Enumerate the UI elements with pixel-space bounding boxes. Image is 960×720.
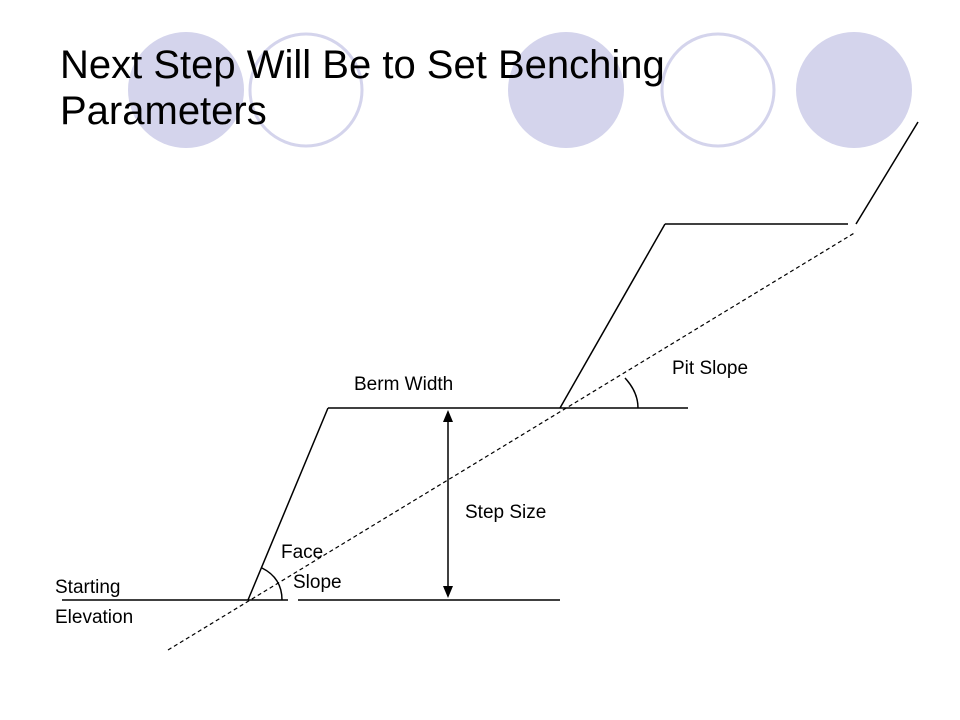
slide-title-line-1: Next Step Will Be to Set Benching <box>60 43 665 87</box>
slide-title-line-2: Parameters <box>60 89 267 133</box>
starting-elevation-label-line-1: Starting <box>55 577 121 598</box>
decor-circle-filled-1 <box>128 32 244 148</box>
starting-elevation-label-line-2: Elevation <box>55 607 134 628</box>
decor-circle-outline-1 <box>248 32 364 148</box>
pit-slope-angle-arc <box>624 377 639 409</box>
step-size-arrowhead-bottom <box>443 586 453 598</box>
face-slope-label-line-1: Face <box>281 542 324 563</box>
top-bench-face <box>855 121 919 225</box>
berm-width-label: Berm Width <box>354 374 454 395</box>
step-size-label: Step Size <box>465 502 547 523</box>
face-slope-label-line-2: Slope <box>293 572 342 593</box>
face-slope-angle-arc <box>261 567 283 601</box>
decor-circle-filled-3 <box>796 32 912 148</box>
pit-slope-line <box>167 231 857 651</box>
decor-circle-outline-2 <box>660 32 776 148</box>
upper-bench-face <box>559 223 666 409</box>
lower-bench-face <box>247 407 329 601</box>
pit-slope-label: Pit Slope <box>672 358 749 379</box>
step-size-arrowhead-top <box>443 410 453 422</box>
decor-circle-filled-2 <box>508 32 624 148</box>
slide-title: Next Step Will Be to Set Benching Parame… <box>60 42 920 134</box>
